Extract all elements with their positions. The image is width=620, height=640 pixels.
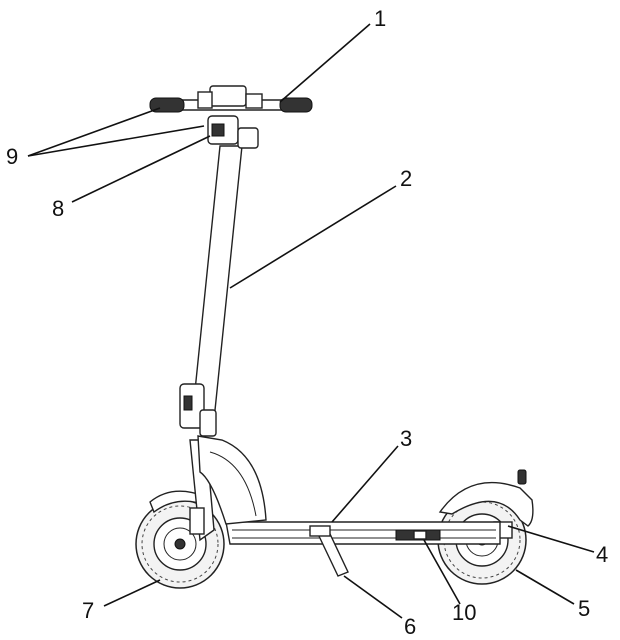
leader-5 bbox=[515, 569, 575, 605]
callout-8: 8 bbox=[52, 196, 64, 221]
stem bbox=[191, 145, 243, 421]
deck bbox=[225, 521, 501, 545]
leader-6 bbox=[343, 575, 403, 619]
callout-2: 2 bbox=[400, 166, 412, 191]
callout-9: 9 bbox=[6, 144, 18, 169]
rear-light bbox=[517, 469, 527, 485]
callout-3: 3 bbox=[400, 426, 412, 451]
leader-10 bbox=[423, 539, 461, 605]
leader-1 bbox=[279, 23, 371, 103]
leader-4 bbox=[507, 525, 595, 553]
callout-1: 1 bbox=[374, 6, 386, 31]
leader-2 bbox=[229, 185, 397, 289]
callout-4: 4 bbox=[596, 542, 608, 567]
display bbox=[209, 85, 247, 107]
leader-9b bbox=[27, 125, 205, 157]
leader-9a bbox=[27, 107, 161, 157]
front-hub-motor bbox=[189, 507, 205, 535]
rear-fender bbox=[438, 481, 534, 527]
leader-8 bbox=[71, 135, 211, 203]
leader-3 bbox=[331, 445, 399, 523]
leader-7 bbox=[103, 579, 161, 607]
callout-5: 5 bbox=[578, 596, 590, 621]
callout-7: 7 bbox=[82, 598, 94, 623]
front-neck bbox=[197, 435, 267, 525]
callout-6: 6 bbox=[404, 614, 416, 639]
right-grip bbox=[279, 97, 313, 113]
callout-10: 10 bbox=[452, 600, 476, 625]
